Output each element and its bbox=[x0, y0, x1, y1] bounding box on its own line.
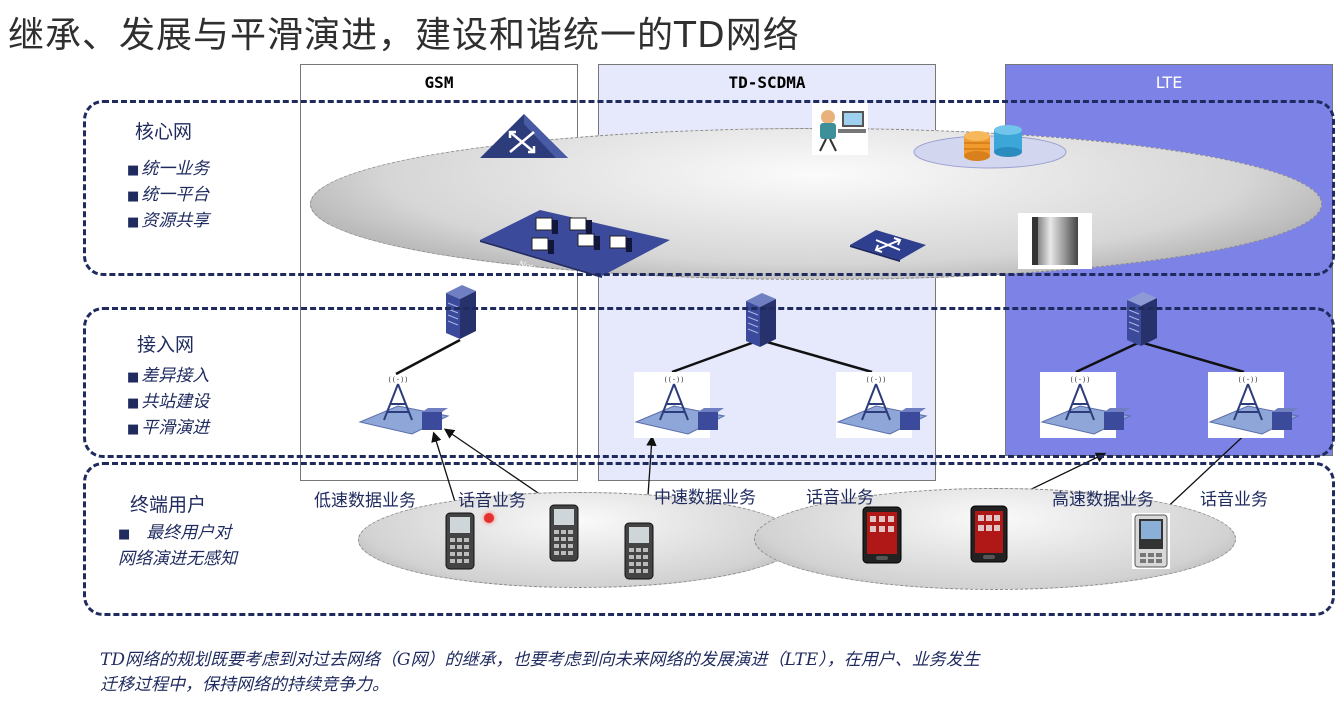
database-cluster-icon bbox=[913, 125, 1067, 169]
core-bullet-1: 统一业务 bbox=[127, 157, 209, 183]
terminal-cloud-left bbox=[358, 492, 800, 588]
network-management-icon: Network Management bbox=[480, 210, 670, 278]
lte-voice-service-label: 话音业务 bbox=[1200, 490, 1268, 510]
lte-data-service-label: 高速数据业务 bbox=[1052, 490, 1154, 510]
td-voice-service-label: 话音业务 bbox=[806, 488, 874, 508]
storage-cabinet-icon bbox=[1018, 213, 1092, 269]
red-cursor-dot-icon bbox=[484, 513, 494, 523]
core-network-bullets: 统一业务 统一平台 资源共享 bbox=[127, 157, 209, 235]
footer-note: TD网络的规划既要考虑到对过去网络（G网）的继承，也要考虑到向未来网络的发展演进… bbox=[100, 648, 1335, 698]
terminal-user-bullet: ■最终用户对 网络演进无感知 bbox=[118, 521, 237, 572]
access-bullet-2: 共站建设 bbox=[127, 390, 209, 416]
smartphone-2-icon bbox=[970, 505, 1008, 563]
access-network-bullets: 差异接入 共站建设 平滑演进 bbox=[127, 364, 209, 442]
svg-text:((·)): ((·)) bbox=[865, 376, 886, 384]
core-bullet-2: 统一平台 bbox=[127, 183, 209, 209]
svg-text:((·)): ((·)) bbox=[1069, 376, 1090, 384]
gsm-data-service-label: 低速数据业务 bbox=[314, 491, 416, 511]
gsm-column-label: GSM bbox=[424, 73, 454, 92]
access-network-title: 接入网 bbox=[137, 334, 195, 356]
terminal-user-zone bbox=[83, 462, 1335, 616]
svg-text:((·)): ((·)) bbox=[1237, 376, 1258, 384]
access-bullet-3: 平滑演进 bbox=[127, 416, 209, 442]
access-bullet-1: 差异接入 bbox=[127, 364, 209, 390]
td-phone-1-icon bbox=[624, 522, 654, 580]
td-base-station-2-icon: ((·)) bbox=[836, 372, 928, 438]
gsm-voice-service-label: 话音业务 bbox=[458, 491, 526, 511]
td-base-station-1-icon: ((·)) bbox=[634, 372, 726, 438]
gsm-phone-1-icon bbox=[445, 512, 475, 570]
smartphone-1-icon bbox=[862, 506, 902, 564]
terminal-bullet-line2: 网络演进无感知 bbox=[118, 549, 237, 569]
core-network-cloud bbox=[310, 128, 1322, 280]
core-network-zone bbox=[83, 100, 1335, 276]
access-network-zone bbox=[83, 307, 1335, 458]
td-data-service-label: 中速数据业务 bbox=[654, 488, 756, 508]
lte-server-icon bbox=[1127, 292, 1157, 346]
router-pyramid-icon bbox=[480, 114, 568, 158]
page-title: 继承、发展与平滑演进，建设和谐统一的TD网络 bbox=[8, 15, 800, 56]
operator-workstation-icon bbox=[812, 103, 868, 155]
lte-column-label: LTE bbox=[1155, 73, 1183, 92]
gsm-base-station-icon: ((·)) bbox=[358, 376, 450, 435]
footer-line-1: TD网络的规划既要考虑到对过去网络（G网）的继承，也要考虑到向未来网络的发展演进… bbox=[100, 650, 980, 670]
lte-base-station-2-icon: ((·)) bbox=[1208, 372, 1300, 438]
core-bullet-3: 资源共享 bbox=[127, 209, 209, 235]
gsm-server-icon bbox=[446, 285, 476, 339]
svg-text:((·)): ((·)) bbox=[387, 376, 408, 384]
core-network-title: 核心网 bbox=[135, 121, 193, 143]
switch-icon bbox=[850, 230, 926, 262]
lte-base-station-1-icon: ((·)) bbox=[1040, 372, 1132, 438]
footer-line-2: 迁移过程中，保持网络的持续竞争力。 bbox=[100, 675, 389, 695]
gsm-phone-2-icon bbox=[549, 504, 579, 562]
svg-text:((·)): ((·)) bbox=[663, 376, 684, 384]
td-server-icon bbox=[746, 293, 776, 347]
terminal-user-title: 终端用户 bbox=[130, 494, 207, 516]
lte-handset-icon bbox=[1132, 513, 1170, 569]
terminal-bullet-line1: 最终用户对 bbox=[146, 523, 232, 543]
td-scdma-column-label: TD-SCDMA bbox=[728, 73, 806, 92]
